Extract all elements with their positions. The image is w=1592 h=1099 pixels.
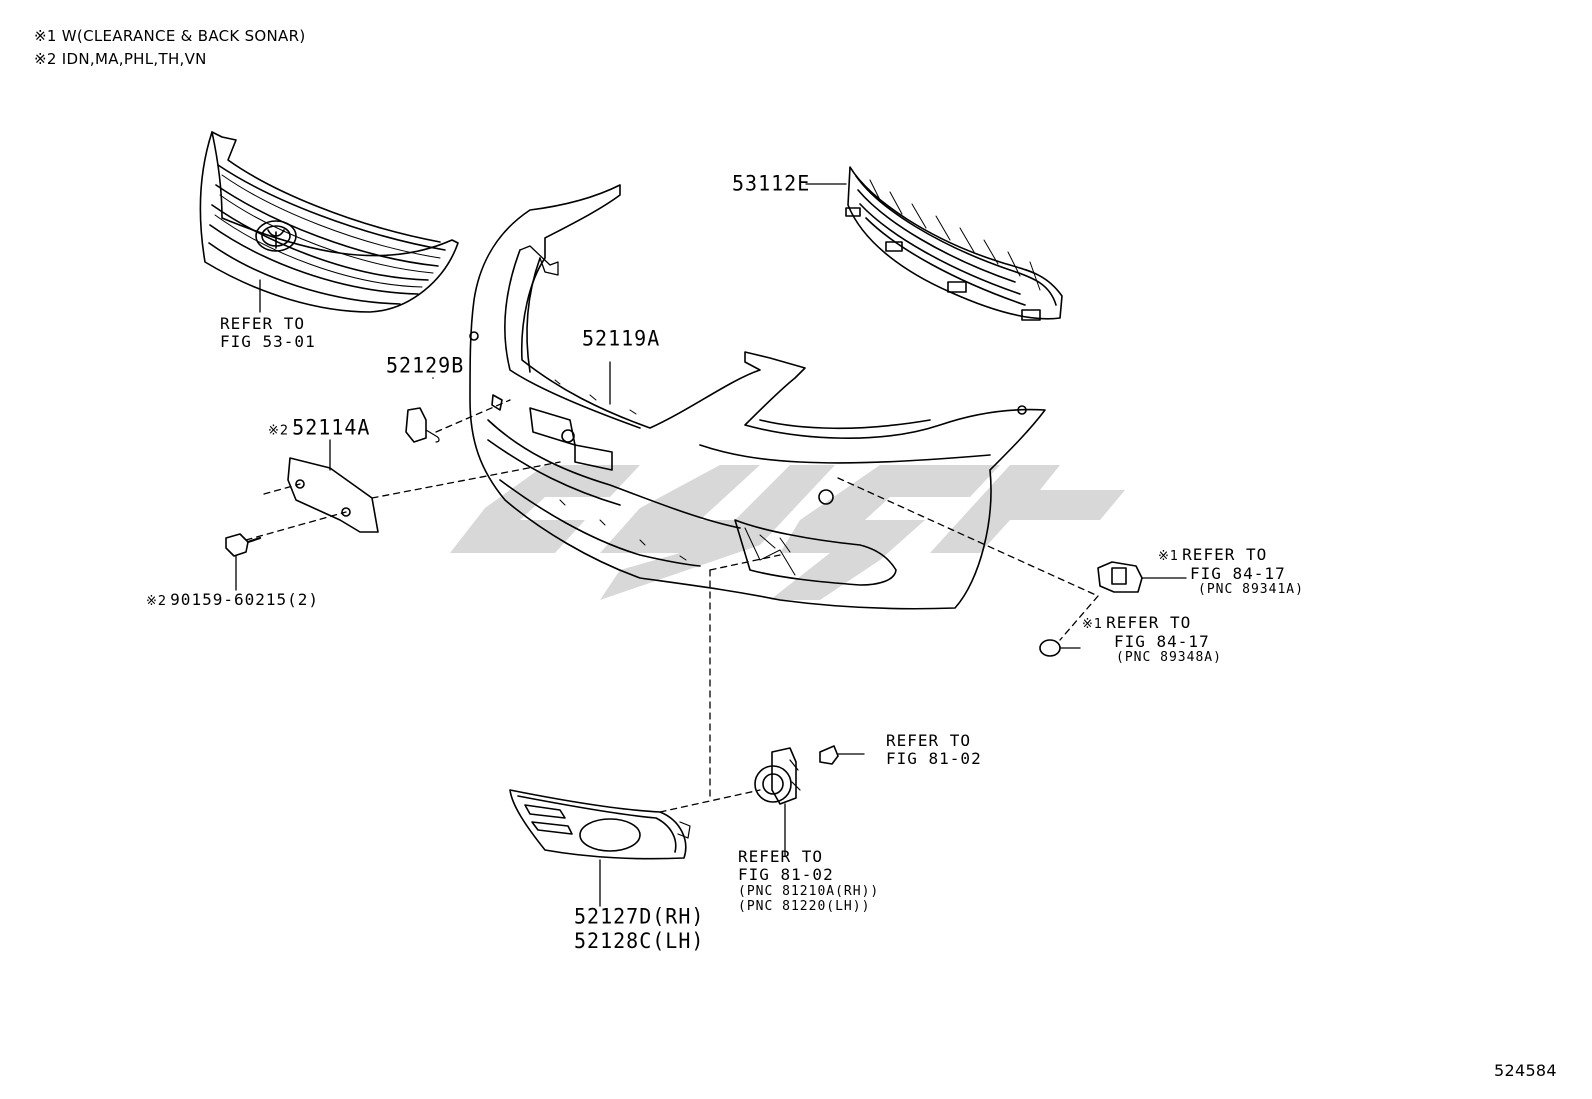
plate-bracket-drawing xyxy=(288,440,378,532)
fog-bezel-code: 52127D(RH)52128C(LH) xyxy=(574,903,705,954)
lower-grille-drawing xyxy=(806,167,1062,320)
watermark-logo xyxy=(450,465,1125,600)
figure-id: 524584 xyxy=(1494,1061,1557,1080)
screw-drawing xyxy=(226,534,260,590)
bumper-cover-drawing xyxy=(470,185,1045,609)
hook-cover-code: 52129B xyxy=(386,352,465,378)
note-2: ※2 IDN,MA,PHL,TH,VN xyxy=(34,50,207,68)
fog-bulb-drawing xyxy=(820,746,864,764)
note-1: ※1 W(CLEARANCE & BACK SONAR) xyxy=(34,27,306,45)
assembly-dashed-lines xyxy=(246,400,1098,812)
sonar-retainer-drawing xyxy=(1040,640,1080,656)
sonar-sensor-drawing xyxy=(1098,562,1186,592)
upper-grille-drawing xyxy=(200,132,458,312)
bumper-cover-code: 52119A xyxy=(582,325,661,351)
fog-bezel-drawing xyxy=(510,790,690,906)
fog-lamp-drawing xyxy=(755,748,800,856)
hook-cover-drawing xyxy=(406,378,439,442)
lower-grille-code: 53112E xyxy=(732,170,811,196)
